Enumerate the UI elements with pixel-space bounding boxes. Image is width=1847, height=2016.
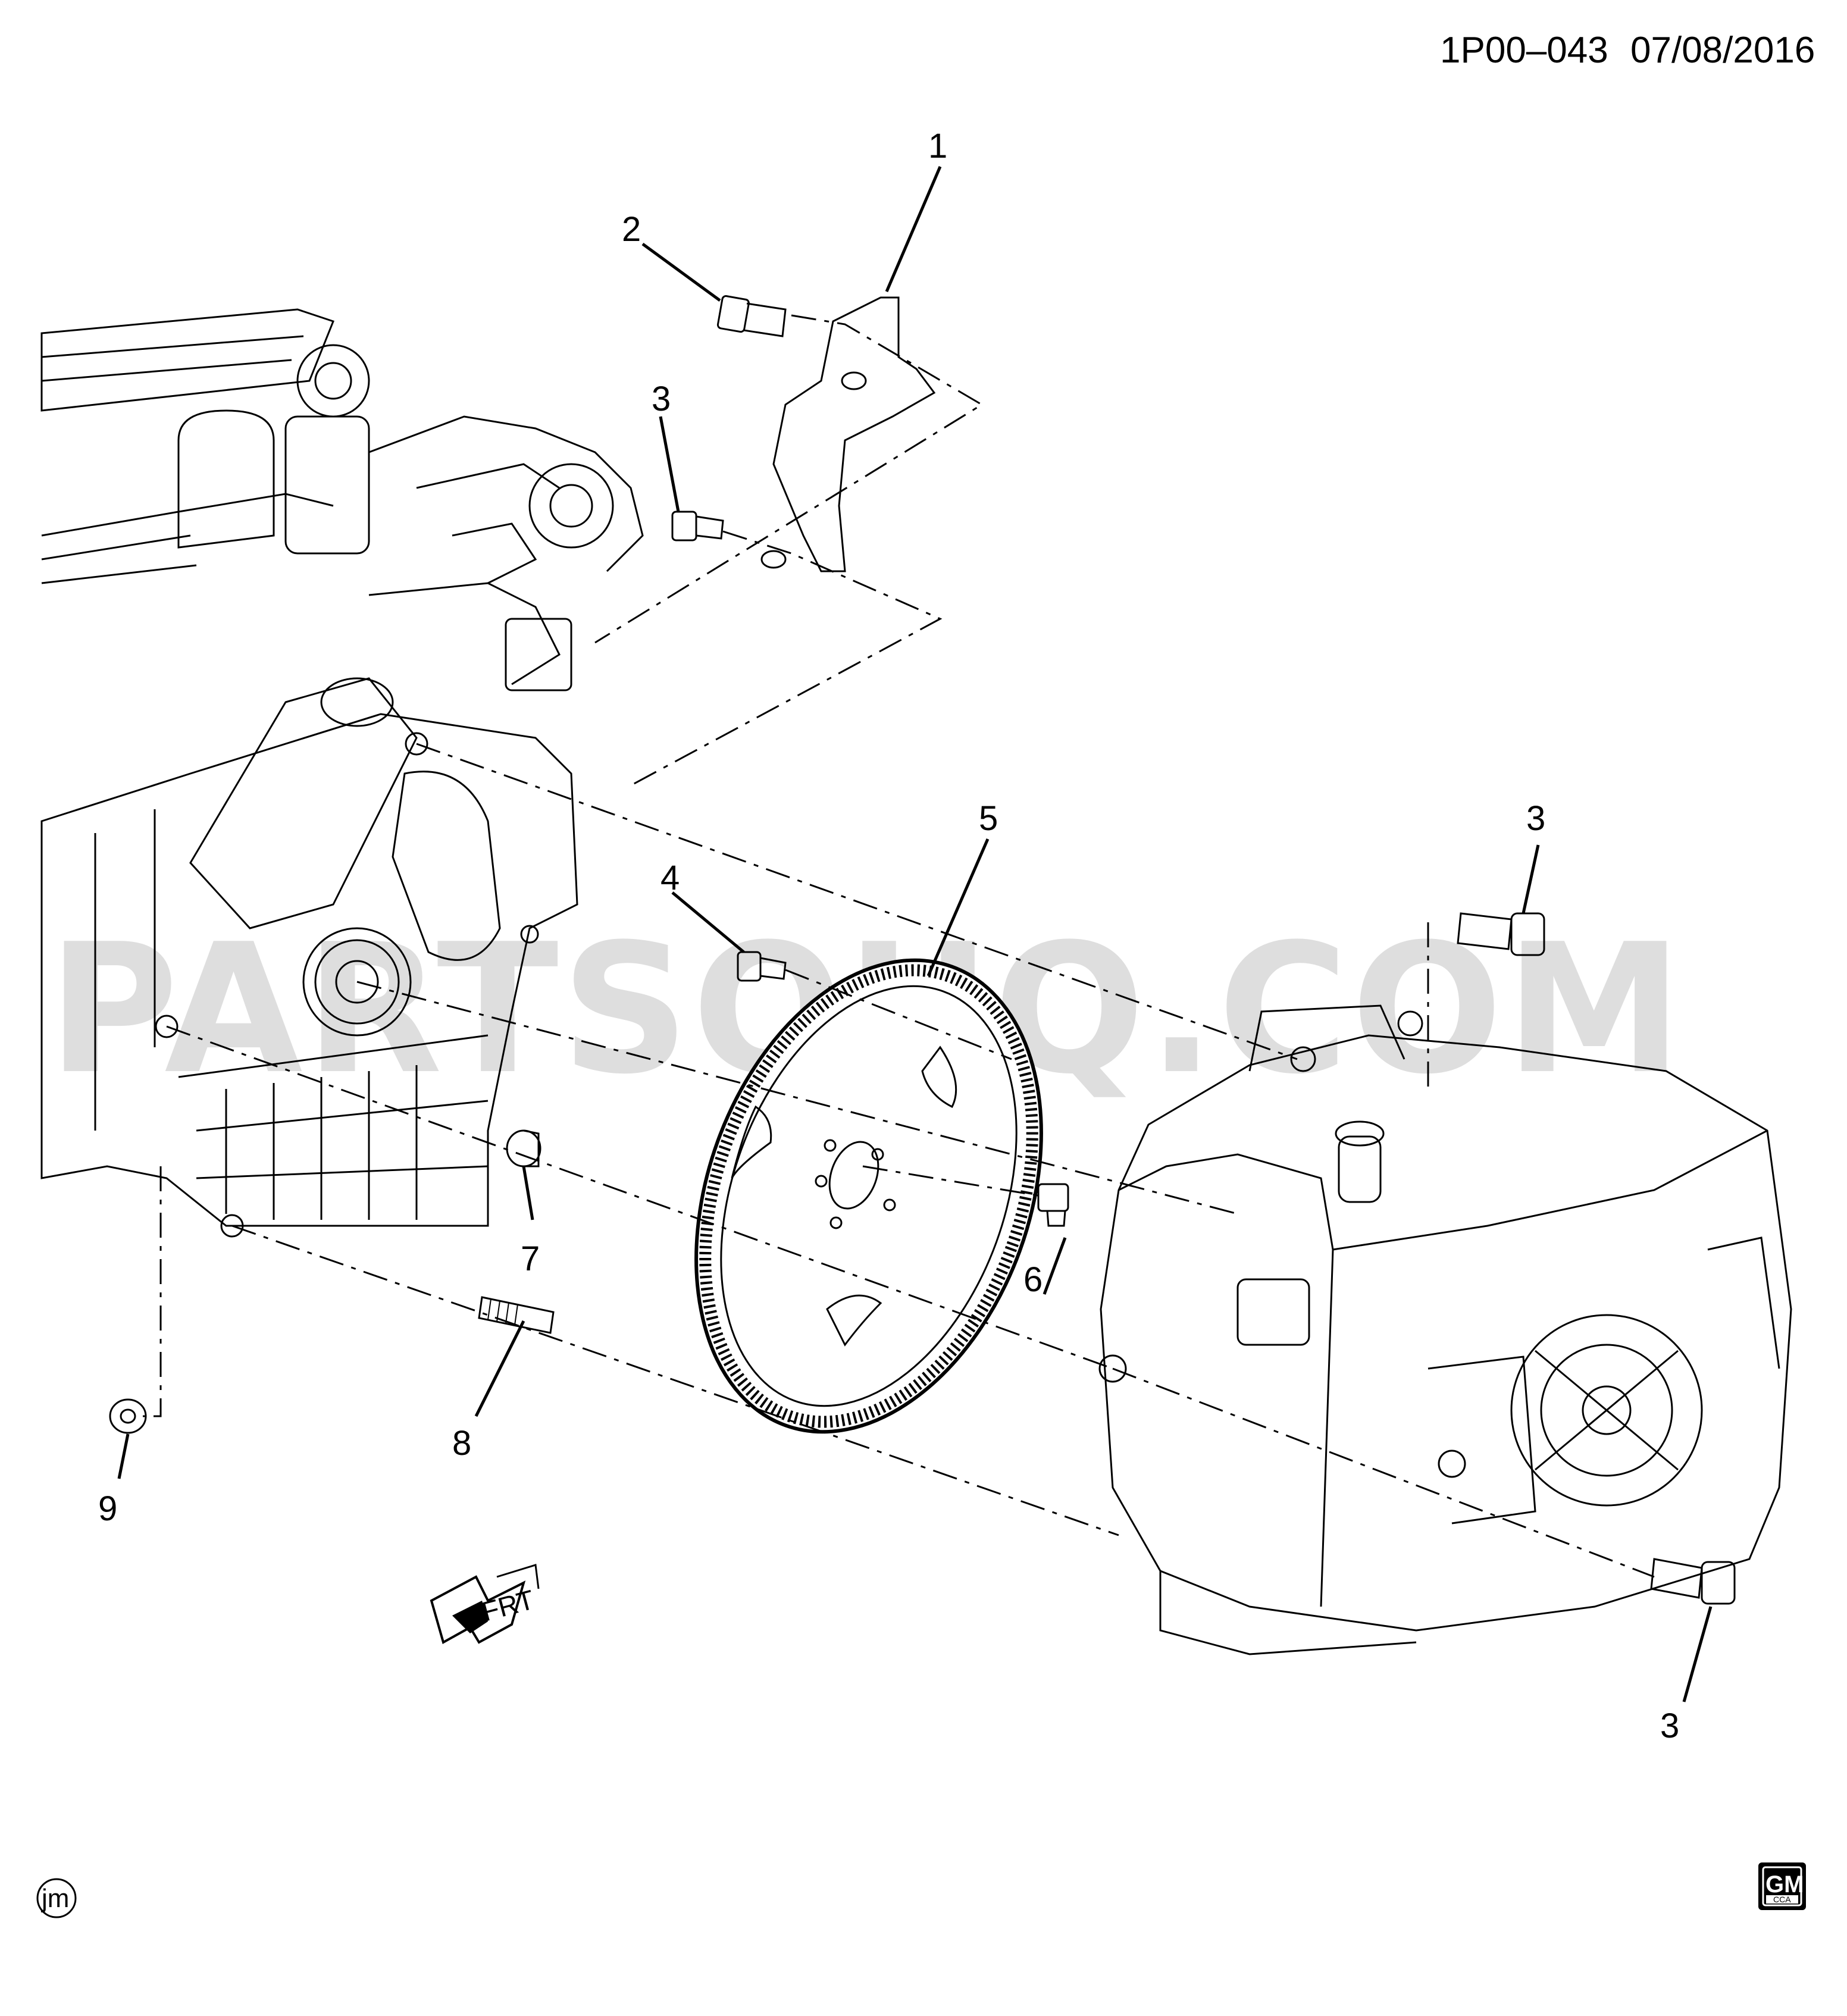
front-arrow-icon: FRT: [430, 1564, 540, 1644]
bolt-icon: [716, 295, 787, 337]
callout-3-upper-right: 3: [1526, 799, 1545, 838]
transmission-drawing: [1098, 1004, 1792, 1655]
diagram-code: 1P00–043: [1440, 30, 1608, 71]
callout-9: 9: [98, 1489, 117, 1528]
flywheel-drawing: [694, 958, 1043, 1434]
stud-icon: [478, 1296, 555, 1334]
nut-icon: [109, 1398, 147, 1434]
assembly-lines: [143, 314, 1655, 1578]
artist-badge: jm: [36, 1878, 77, 1918]
bolt-icon: [1650, 1558, 1736, 1605]
bolt-icon: [671, 511, 724, 541]
artist-initials: jm: [40, 1884, 69, 1913]
callout-2: 2: [622, 210, 641, 249]
callout-7: 7: [521, 1239, 540, 1278]
callout-1: 1: [928, 127, 947, 165]
bolt-icon: [737, 951, 787, 982]
callout-8: 8: [452, 1424, 471, 1463]
callout-4: 4: [660, 859, 680, 897]
leader-lines: [117, 166, 1713, 1702]
bolt-icon: [1457, 912, 1545, 956]
callout-5: 5: [979, 799, 998, 838]
gm-logo-sub: CCA: [1773, 1895, 1791, 1904]
gm-logo-icon: GM CCA: [1758, 1862, 1806, 1910]
engine-drawing: [40, 308, 644, 1238]
callout-6: 6: [1023, 1260, 1043, 1299]
front-label: FRT: [478, 1584, 537, 1627]
bolt-icon: [1037, 1183, 1069, 1227]
shield-bracket-drawing: [760, 296, 936, 572]
callout-3-upper-left: 3: [652, 380, 671, 418]
callout-3-lower-right: 3: [1660, 1707, 1679, 1745]
dowel-icon: [506, 1129, 541, 1167]
gm-logo-text: GM: [1765, 1871, 1804, 1898]
diagram-date: 07/08/2016: [1630, 30, 1815, 71]
